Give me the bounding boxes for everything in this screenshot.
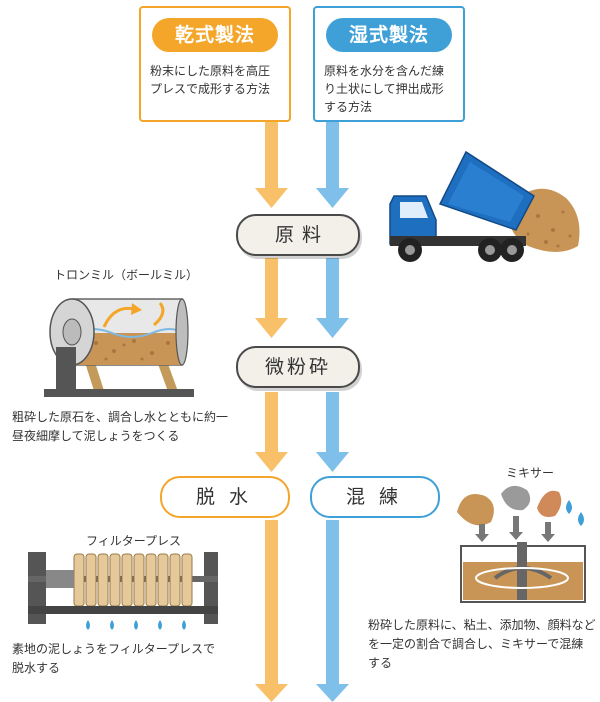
wet-arrow-head-3	[316, 452, 349, 472]
dry-arrow-shaft-2	[265, 258, 278, 320]
dump-truck-illustration	[389, 150, 580, 262]
ball-mill-label: トロンミル（ボールミル）	[54, 268, 199, 282]
step-dehydration: 脱水	[160, 476, 290, 518]
step-raw-material: 原料	[236, 214, 360, 256]
wet-arrow-shaft-3	[326, 392, 339, 454]
dry-arrow-head-1	[255, 188, 288, 208]
wet-arrow-shaft-4	[326, 520, 339, 686]
wet-method-title: 湿式製法	[326, 18, 452, 52]
dry-method-description: 粉末にした原料を高圧 プレスで成形する方法	[150, 64, 271, 96]
filter-press-caption: 素地の泥しょうをフィルタープレスで 脱水する	[12, 642, 216, 675]
dry-arrow-head-2	[255, 318, 288, 338]
wet-arrow-head-2	[316, 318, 349, 338]
dry-arrow-head-3	[255, 452, 288, 472]
dry-arrow-shaft-3	[265, 392, 278, 454]
step-kneading: 混練	[310, 476, 440, 518]
dry-arrow-shaft-1	[265, 118, 278, 190]
mixer-caption: 粉砕した原料に、粘土、添加物、顔料など を一定の割合で調合し、ミキサーで混練 す…	[368, 618, 596, 670]
ball-mill-illustration	[44, 298, 194, 397]
wet-arrow-head-4	[316, 684, 349, 702]
wet-method-description: 原料を水分を含んだ練 り土状にして押出成形 する方法	[324, 64, 445, 114]
wet-arrow-head-1	[316, 188, 349, 208]
dry-arrow-shaft-4	[265, 520, 278, 686]
mixer-label: ミキサー	[506, 466, 555, 480]
wet-arrow-shaft-2	[326, 258, 339, 320]
truck-wheels	[398, 238, 524, 262]
wet-arrow-shaft-1	[326, 118, 339, 190]
filter-press-label: フィルタープレス	[86, 534, 182, 548]
filter-press-illustration	[28, 552, 218, 630]
dry-arrow-head-4	[255, 684, 288, 702]
mixer-illustration	[457, 485, 586, 603]
step-fine-grinding: 微粉砕	[236, 346, 360, 388]
dry-method-title: 乾式製法	[152, 18, 278, 52]
ball-mill-caption: 粗砕した原石を、調合し水とともに約一 昼夜細摩して泥しょうをつくる	[12, 410, 229, 443]
